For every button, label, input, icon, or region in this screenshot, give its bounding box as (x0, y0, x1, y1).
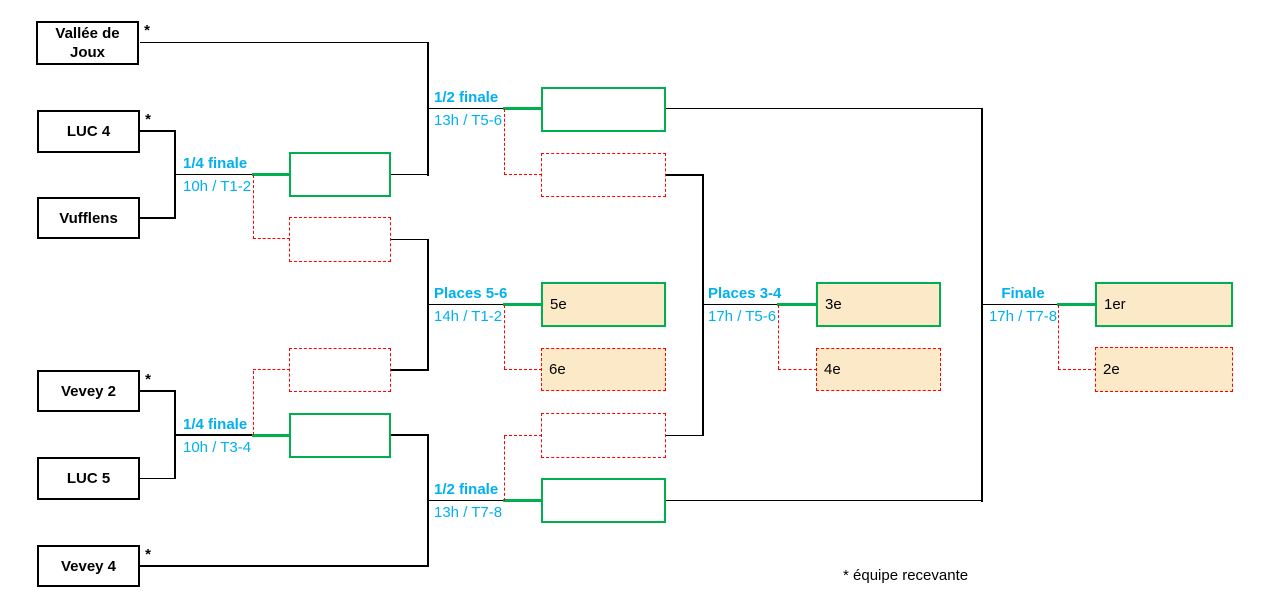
loser-line-qf2-h (252, 369, 290, 371)
rank-label: 5e (550, 296, 567, 313)
winner-line-finale (1057, 303, 1096, 307)
qf2-title: 1/4 finale (183, 416, 248, 433)
team-box-luc-4: LUC 4 * (37, 110, 151, 153)
team-name: LUC 4 (66, 123, 111, 140)
team-name: Vallée de Joux (55, 25, 120, 61)
sf1-schedule: 13h / T5-6 (434, 112, 503, 129)
loser-line-sf1-h (503, 174, 542, 176)
team-box-luc-5: LUC 5 (37, 457, 140, 500)
sf2-schedule: 13h / T7-8 (434, 504, 503, 521)
connector-line-qf2-feed (175, 434, 253, 436)
place3-slot: 3e (816, 282, 941, 327)
winner-line-sf1 (503, 107, 542, 111)
connector-line-vallee-out (140, 41, 428, 44)
p56-title: Places 5-6 (434, 285, 508, 302)
winner-line-p56 (503, 303, 542, 307)
connector-line-vevey4-out (140, 565, 428, 567)
rank-label: 1er (1104, 296, 1126, 313)
sf2-title: 1/2 finale (434, 481, 499, 498)
loser-line-p56-v (503, 305, 505, 369)
connector-line-vufflens-out (140, 217, 175, 219)
connector-line-vevey2-out (140, 390, 175, 392)
qf1-winner-slot (289, 152, 391, 197)
connector-line-sf2-feed (427, 499, 504, 502)
place5-slot: 5e (541, 282, 666, 327)
sf1-loser-slot (541, 153, 666, 197)
host-asterisk: * (144, 22, 150, 39)
connector-line-qf2-bracket (174, 390, 176, 480)
qf2-winner-slot (289, 413, 391, 458)
place4-slot: 4e (816, 348, 941, 391)
team-box-vevey-2: Vevey 2 * (37, 370, 151, 412)
connector-line-p56-feed (427, 303, 504, 306)
connector-line-qf2-winner-out (391, 434, 428, 436)
team-name: LUC 5 (66, 470, 111, 487)
sf2-loser-slot (541, 413, 666, 458)
rank-label: 6e (549, 361, 566, 378)
finale-title: Finale (1001, 285, 1045, 302)
winner-line-qf1 (252, 173, 290, 177)
p34-schedule: 17h / T5-6 (708, 308, 777, 325)
connector-line-p34-feed (702, 303, 778, 306)
winner-line-p34 (777, 303, 817, 307)
loser-line-qf1-h (252, 238, 290, 239)
host-asterisk: * (145, 546, 151, 563)
team-name: Vevey 2 (60, 382, 117, 400)
connector-line-luc5-out (140, 477, 175, 480)
qf2-schedule: 10h / T3-4 (183, 439, 252, 456)
connector-line-qf1-bracket (174, 130, 176, 220)
loser-line-p34-h (777, 368, 817, 370)
team-box-vevey-4: Vevey 4 * (37, 545, 151, 587)
rank-label: 2e (1103, 361, 1120, 378)
connector-line-sf1-loser-out (666, 174, 703, 176)
connector-line-sf1-feed (427, 107, 504, 110)
place6-slot: 6e (541, 348, 666, 391)
finale-schedule: 17h / T7-8 (988, 308, 1058, 325)
qf2-loser-slot (289, 348, 391, 392)
host-asterisk: * (145, 111, 151, 128)
connector-line-luc4-out (140, 130, 175, 132)
connector-line-sf2-loser-out (666, 434, 703, 437)
connector-line-finale-feed (981, 303, 1058, 306)
connector-line-qf2-loser-out (391, 369, 428, 371)
loser-line-sf2-v (503, 436, 505, 501)
loser-line-sf1-v (503, 109, 505, 175)
connector-line-qf1-loser-out (391, 238, 428, 241)
connector-line-qf1-feed (175, 173, 253, 176)
second-place-slot: 2e (1095, 347, 1233, 392)
host-footnote: * équipe recevante (843, 567, 969, 584)
connector-line-sf1-winner-out (666, 107, 982, 110)
sf1-title: 1/2 finale (434, 89, 499, 106)
winner-line-qf2 (252, 433, 290, 437)
loser-line-qf2-v (252, 371, 254, 435)
rank-label: 4e (824, 361, 841, 378)
loser-line-sf2-h (503, 434, 542, 436)
team-box-vufflens: Vufflens (37, 197, 140, 239)
p34-title: Places 3-4 (708, 285, 782, 302)
loser-line-qf1-v (252, 175, 254, 239)
team-name: Vufflens (59, 209, 118, 227)
loser-line-finale-h (1057, 368, 1096, 370)
sf2-winner-slot (541, 478, 666, 523)
team-box-vallee-de-joux: Vallée de Joux * (36, 21, 150, 65)
loser-line-p34-v (777, 305, 779, 369)
p56-schedule: 14h / T1-2 (434, 308, 503, 325)
connector-line-sf2-winner-out (666, 499, 982, 502)
team-name: Vevey 4 (60, 557, 117, 575)
host-asterisk: * (145, 371, 151, 388)
winner-line-sf2 (503, 499, 542, 503)
qf1-loser-slot (289, 217, 391, 262)
qf1-title: 1/4 finale (183, 155, 248, 172)
first-place-slot: 1er (1095, 282, 1233, 327)
loser-line-finale-v (1057, 305, 1059, 369)
rank-label: 3e (825, 296, 842, 313)
loser-line-p56-h (503, 368, 542, 370)
sf1-winner-slot (541, 87, 666, 132)
qf1-schedule: 10h / T1-2 (183, 178, 252, 195)
connector-line-qf1-winner-out (391, 173, 428, 176)
